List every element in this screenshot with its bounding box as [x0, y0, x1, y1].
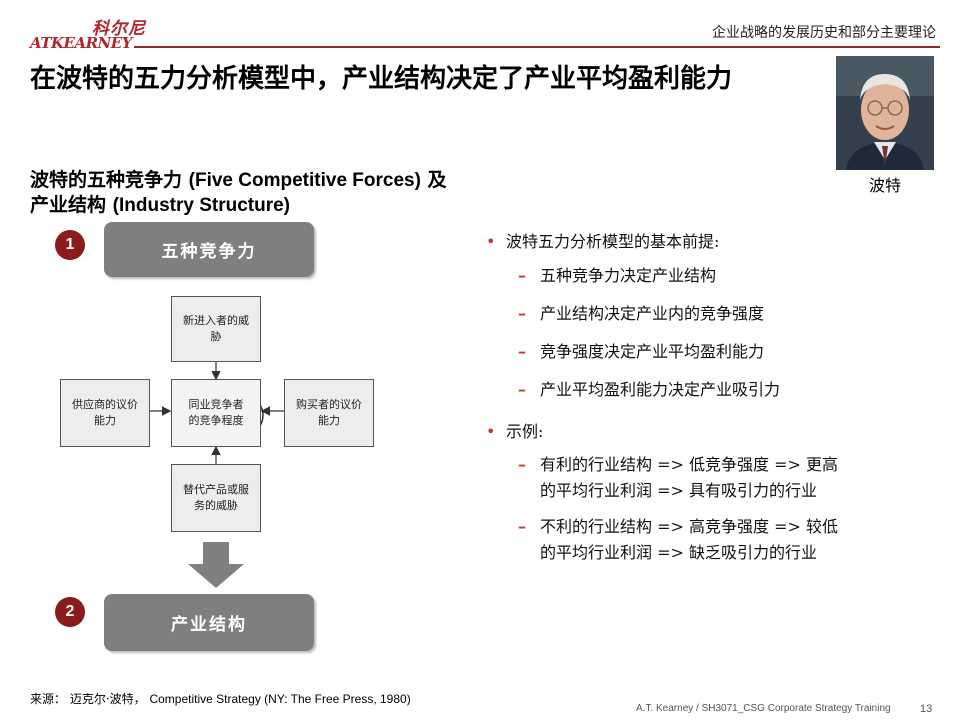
bullet-dot-icon: •	[486, 422, 496, 441]
five-forces-box: 五种竞争力	[104, 222, 314, 277]
force-suppliers: 供应商的议价能力	[60, 379, 150, 447]
force-new-entrants-label: 新进入者的威胁	[183, 314, 249, 343]
header-divider	[134, 46, 940, 48]
logo-chinese: 科尔尼	[92, 19, 146, 39]
footer-source-cn: 来源： 迈克尔·波特，	[30, 692, 146, 706]
dash-icon: –	[518, 455, 526, 474]
bullet-dot-icon: •	[486, 232, 496, 251]
premise-item-text: 产业结构决定产业内的竞争强度	[540, 304, 765, 323]
premise-item-text: 五种竞争力决定产业结构	[540, 266, 717, 285]
page-title: 在波特的五力分析模型中，产业结构决定了产业平均盈利能力	[30, 64, 733, 94]
page-number: 13	[920, 703, 933, 715]
dash-icon: –	[518, 517, 526, 536]
heading-en-2: (Industry Structure)	[112, 195, 290, 216]
force-buyers: 购买者的议价能力	[284, 379, 374, 447]
footer-source: 来源： 迈克尔·波特， Competitive Strategy (NY: Th…	[30, 690, 411, 707]
bullet-examples: • 示例:	[486, 418, 543, 442]
force-substitutes-label: 替代产品或服务的威胁	[183, 483, 249, 512]
premise-item-text: 产业平均盈利能力决定产业吸引力	[540, 380, 781, 399]
force-rivalry: 同业竞争者的竞争程度	[171, 379, 261, 447]
dash-icon: –	[518, 342, 526, 361]
premise-item: –五种竞争力决定产业结构	[518, 263, 918, 289]
header-subtitle: 企业战略的发展历史和部分主要理论	[712, 25, 936, 41]
example-item: –有利的行业结构 => 低竞争强度 => 更高 的平均行业利润 => 具有吸引力…	[518, 452, 918, 504]
logo-english: ATKEARNEY	[30, 34, 132, 52]
dash-icon: –	[518, 380, 526, 399]
bullet-examples-text: 示例:	[506, 422, 544, 441]
force-buyers-label: 购买者的议价能力	[296, 398, 362, 427]
portrait-caption: 波特	[868, 176, 901, 195]
footer-source-en: Competitive Strategy (NY: The Free Press…	[149, 692, 411, 706]
premise-item: –产业结构决定产业内的竞争强度	[518, 301, 918, 327]
heading-cn-3: 产业结构	[30, 194, 107, 216]
premise-item: –竞争强度决定产业平均盈利能力	[518, 339, 918, 365]
example-item-line1: 有利的行业结构 => 低竞争强度 => 更高	[540, 455, 838, 474]
industry-structure-box: 产业结构	[104, 594, 314, 651]
step-badge-2: 2	[55, 597, 85, 627]
example-item-line2: 的平均行业利润 => 缺乏吸引力的行业	[540, 543, 817, 562]
porter-portrait	[836, 56, 934, 170]
example-item-line1: 不利的行业结构 => 高竞争强度 => 较低	[540, 517, 838, 536]
heading-cn-2: 及	[427, 169, 447, 191]
footer-credit: A.T. Kearney / SH3071_CSG Corporate Stra…	[636, 703, 891, 714]
example-item: –不利的行业结构 => 高竞争强度 => 较低 的平均行业利润 => 缺乏吸引力…	[518, 514, 918, 566]
premise-item-text: 竞争强度决定产业平均盈利能力	[540, 342, 765, 361]
section-heading: 波特的五种竞争力 (Five Competitive Forces) 及 产业结…	[30, 168, 590, 218]
force-suppliers-label: 供应商的议价能力	[72, 398, 138, 427]
bullet-premises: • 波特五力分析模型的基本前提:	[486, 228, 719, 252]
dash-icon: –	[518, 266, 526, 285]
premise-item: –产业平均盈利能力决定产业吸引力	[518, 377, 918, 403]
down-arrow-icon	[188, 542, 244, 588]
force-new-entrants: 新进入者的威胁	[171, 296, 261, 362]
heading-cn-1: 波特的五种竞争力	[30, 169, 183, 191]
heading-en-1: (Five Competitive Forces)	[188, 170, 421, 191]
portrait-illustration	[836, 56, 934, 170]
step-badge-1: 1	[55, 230, 85, 260]
force-rivalry-label: 同业竞争者的竞争程度	[188, 398, 244, 427]
dash-icon: –	[518, 304, 526, 323]
force-substitutes: 替代产品或服务的威胁	[171, 464, 261, 532]
example-item-line2: 的平均行业利润 => 具有吸引力的行业	[540, 481, 817, 500]
bullet-premises-text: 波特五力分析模型的基本前提:	[506, 232, 720, 251]
